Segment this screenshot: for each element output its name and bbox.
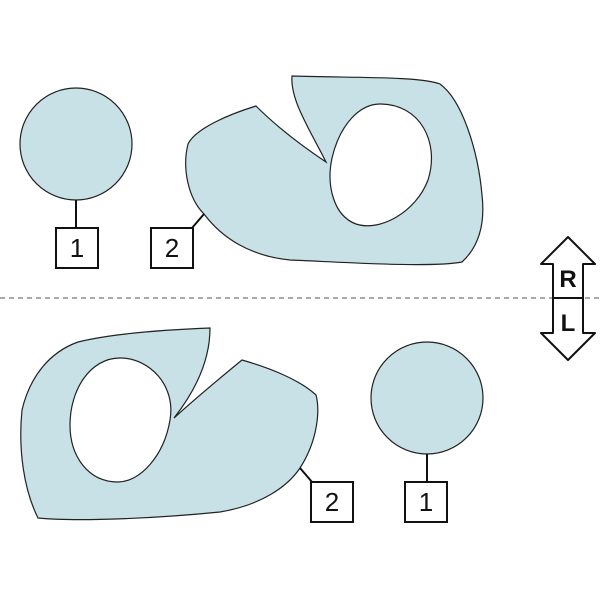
left-part-1-disc [370,341,484,455]
right-part-2-callout-label: 2 [165,233,179,263]
right-part-2-leader [191,213,205,229]
right-part-2-callout-box [150,227,194,269]
left-part-2-bracket [20,327,319,521]
right-part-2-callout: 2 [150,227,194,269]
left-part-1-callout: 1 [404,481,448,523]
side-indicator-arrow: R L [540,236,596,361]
right-part-1-callout-label: 1 [70,233,84,263]
left-part-1-callout-box [404,481,448,523]
left-part-2-leader [299,467,313,483]
right-part-2-bracket [185,75,484,266]
side-indicator-left-label: L [561,310,576,337]
side-indicator-right-label: R [559,266,576,293]
left-part-1-callout-label: 1 [419,487,433,517]
right-part-1-callout: 1 [55,227,99,269]
right-part-1-callout-box [55,227,99,269]
left-part-2-callout-label: 2 [325,487,339,517]
left-part-2-callout: 2 [310,481,354,523]
right-part-1-disc [19,87,133,201]
left-part-2-callout-box [310,481,354,523]
